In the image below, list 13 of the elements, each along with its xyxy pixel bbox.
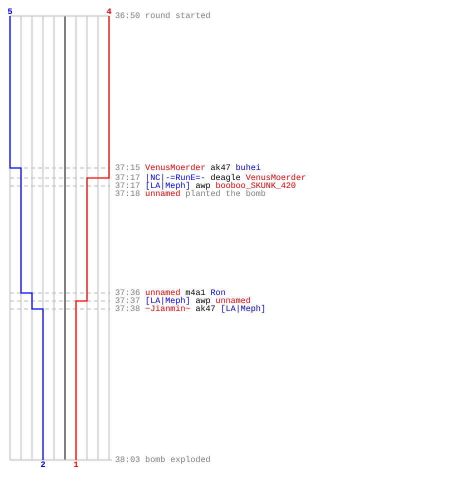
- count-label: 2: [40, 461, 46, 469]
- log-entry: 37:36 unnamed m4a1 Ron: [115, 289, 226, 297]
- count-label: 4: [106, 8, 112, 16]
- log-entry: 37:37 [LA|Meph] awp unnamed: [115, 297, 251, 305]
- log-entry: 36:50 round started: [115, 12, 211, 20]
- log-entry: 37:38 ~Jianmin~ ak47 [LA|Meph]: [115, 305, 266, 313]
- log-entry: 37:17 |NC|-=RunE=- deagle VenusMoerder: [115, 174, 306, 182]
- log-entry: 37:18 unnamed planted the bomb: [115, 190, 266, 198]
- count-label: 1: [74, 461, 79, 469]
- log-entry: 38:03 bomb exploded: [115, 456, 211, 464]
- log-entry: 37:15 VenusMoerder ak47 buhei: [115, 164, 261, 172]
- count-label: 5: [8, 8, 13, 16]
- log-entry: 37:17 [LA|Meph] awp booboo_SKUNK_420: [115, 182, 296, 190]
